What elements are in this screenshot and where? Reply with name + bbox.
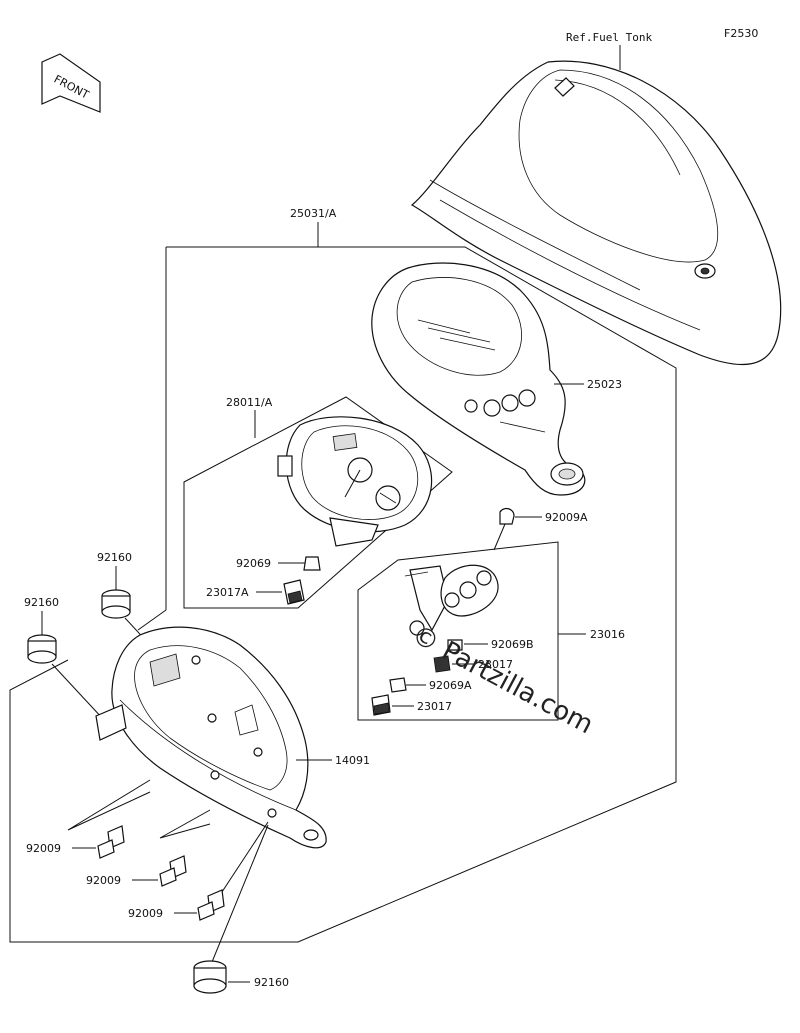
callout-23016: 23016 — [590, 628, 625, 641]
callout-23017-lower: 23017 — [417, 700, 452, 713]
callout-92009-3: 92009 — [128, 907, 163, 920]
meter-unit-28011A — [277, 416, 433, 547]
callout-92069B: 92069B — [491, 638, 534, 651]
screw-92009-3 — [197, 889, 225, 921]
figure-code: F2530 — [724, 27, 758, 40]
screw-92009A — [493, 507, 515, 551]
screw-92009-1 — [97, 825, 125, 859]
meter-case-25023 — [371, 262, 586, 496]
ref-fuel-tank-label: Ref.Fuel Tonk — [566, 31, 652, 44]
grommet-92160-bottom — [193, 960, 227, 994]
callout-92160-bottom: 92160 — [254, 976, 289, 989]
grommet-92160-top — [101, 589, 131, 619]
callout-92069A: 92069A — [429, 679, 472, 692]
callout-92009-1: 92009 — [26, 842, 61, 855]
callout-25023: 25023 — [587, 378, 622, 391]
screw-92009-2 — [159, 855, 187, 887]
callout-92009-2: 92009 — [86, 874, 121, 887]
callout-92160-left: 92160 — [24, 596, 59, 609]
callout-28011A: 28011/A — [226, 396, 273, 409]
front-arrow-icon: FRONT — [41, 53, 101, 113]
indicator-bracket-23016 — [404, 564, 499, 636]
grommet-92160-left — [27, 634, 57, 664]
callout-23017-upper: 23017 — [478, 658, 513, 671]
callout-25031A: 25031/A — [290, 207, 337, 220]
meter-cover-14091 — [95, 626, 327, 849]
fuel-tank-cover — [410, 60, 782, 366]
callout-92009A: 92009A — [545, 511, 588, 524]
callout-23017A: 23017A — [206, 586, 249, 599]
callout-92160-top: 92160 — [97, 551, 132, 564]
callout-14091: 14091 — [335, 754, 370, 767]
callout-92069: 92069 — [236, 557, 271, 570]
